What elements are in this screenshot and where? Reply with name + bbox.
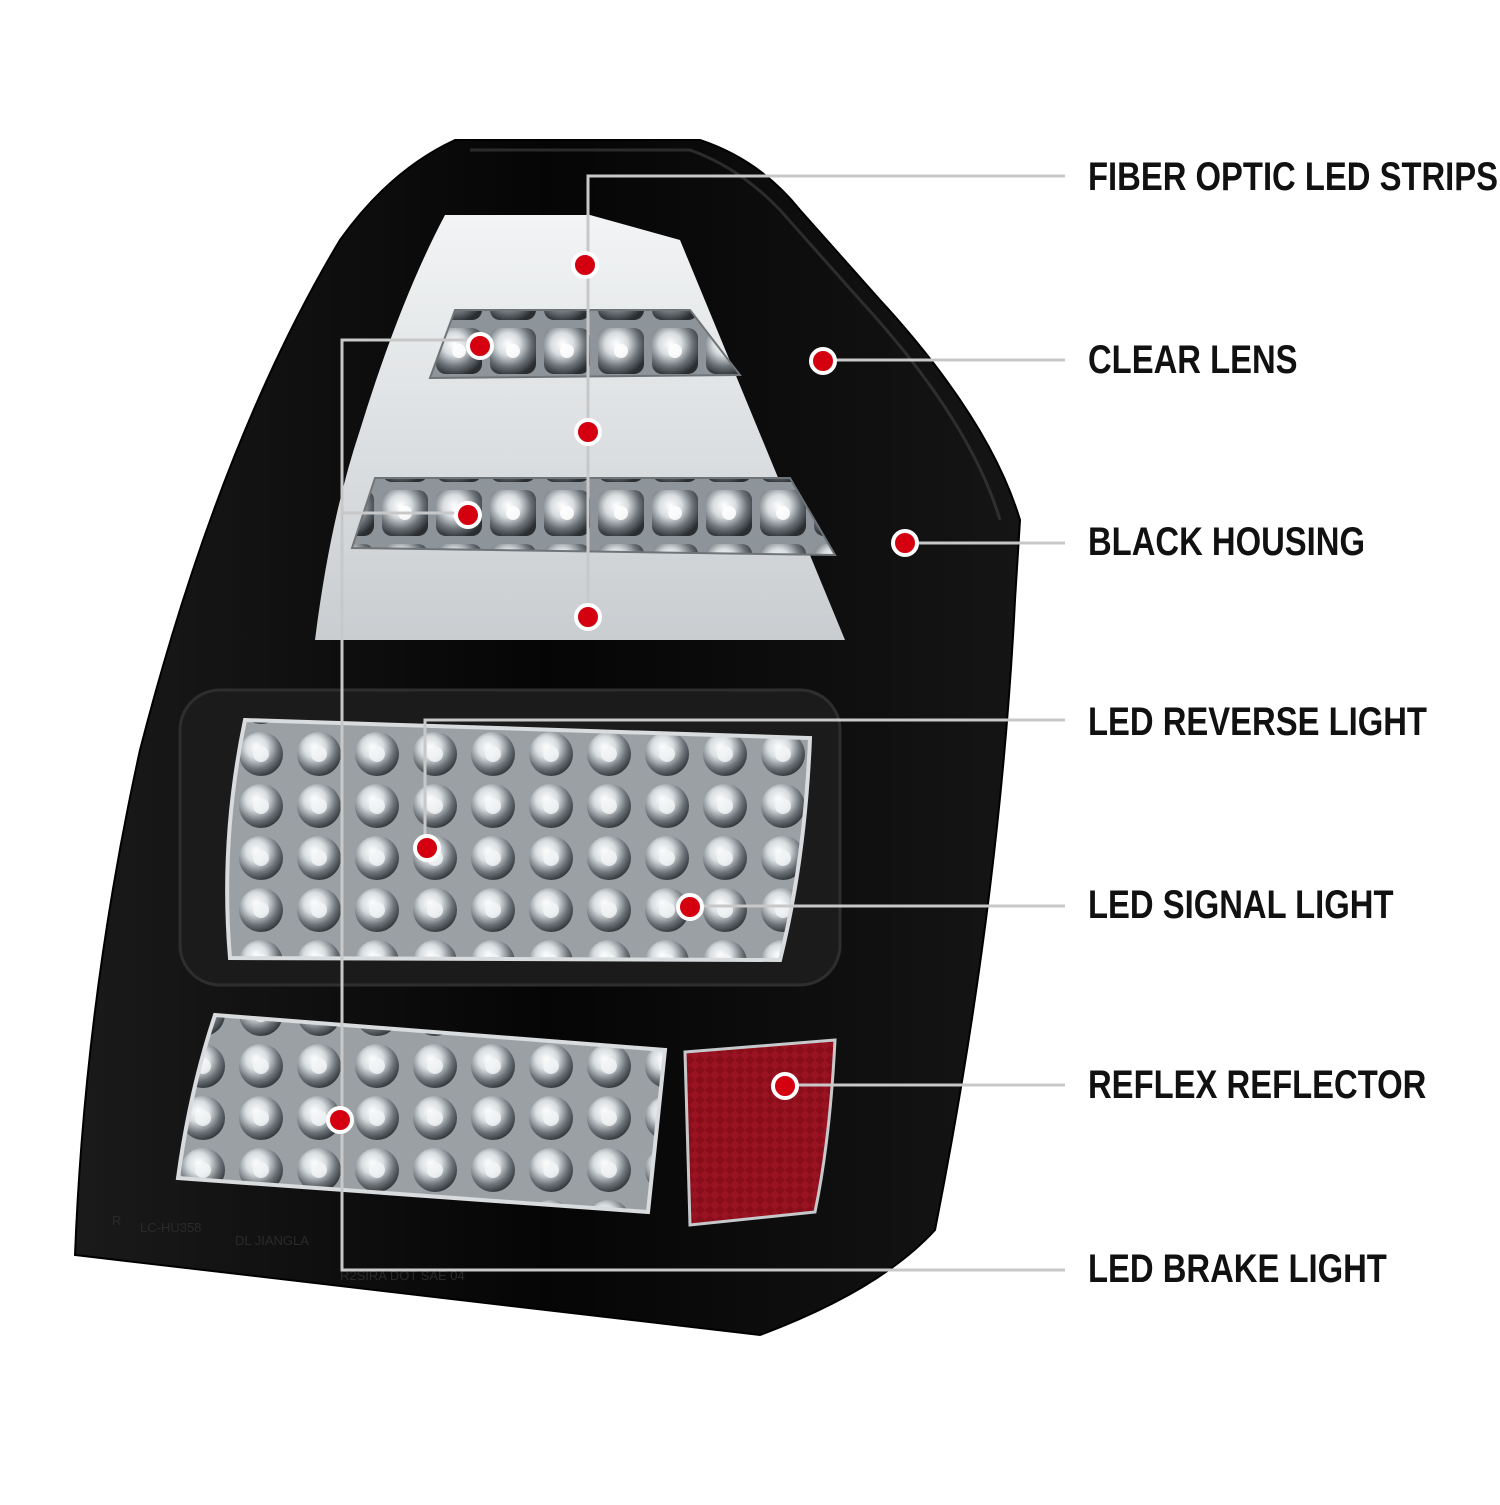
marking-part-number: LC-HU358 bbox=[140, 1220, 201, 1235]
label-led-reverse-light: LED REVERSE LIGHT bbox=[1088, 700, 1427, 744]
leader-lines bbox=[340, 174, 1065, 1272]
callout-dots bbox=[326, 251, 919, 1134]
leader-brake-light bbox=[340, 338, 1065, 1272]
reflex-reflector bbox=[683, 1038, 837, 1227]
label-fiber-optic-led-strips: FIBER OPTIC LED STRIPS bbox=[1088, 155, 1499, 199]
led-strip-lower bbox=[350, 477, 837, 557]
dot-reverse-light bbox=[413, 834, 441, 862]
dot-black-housing bbox=[891, 529, 919, 557]
marking-dot-sae: R2SIRA DOT SAE 04 bbox=[340, 1268, 465, 1283]
label-led-brake-light: LED BRAKE LIGHT bbox=[1088, 1247, 1387, 1291]
dot-fiber-2 bbox=[574, 418, 602, 446]
dot-clear-lens bbox=[809, 347, 837, 375]
housing-markings: R LC-HU358 DL JIANGLA R2SIRA DOT SAE 04 bbox=[112, 1213, 465, 1283]
marking-brand: DL JIANGLA bbox=[235, 1233, 309, 1248]
label-reflex-reflector: REFLEX REFLECTOR bbox=[1088, 1063, 1427, 1107]
label-clear-lens: CLEAR LENS bbox=[1088, 338, 1298, 382]
dot-brake-strip-1 bbox=[466, 332, 494, 360]
label-led-signal-light: LED SIGNAL LIGHT bbox=[1088, 883, 1394, 927]
brake-light-lens bbox=[175, 1012, 668, 1215]
dot-brake-strip-2 bbox=[454, 501, 482, 529]
leader-reverse-light bbox=[423, 718, 1065, 850]
dot-fiber-3 bbox=[574, 603, 602, 631]
marking-r: R bbox=[112, 1213, 121, 1228]
dot-brake-light bbox=[326, 1106, 354, 1134]
dot-reflex-reflector bbox=[771, 1072, 799, 1100]
led-strip-upper bbox=[428, 309, 743, 380]
reverse-signal-lens bbox=[225, 717, 813, 963]
dot-fiber-1 bbox=[571, 251, 599, 279]
dot-signal-light bbox=[676, 893, 704, 921]
leader-fiber-optic bbox=[586, 174, 1065, 620]
label-black-housing: BLACK HOUSING bbox=[1088, 520, 1365, 564]
